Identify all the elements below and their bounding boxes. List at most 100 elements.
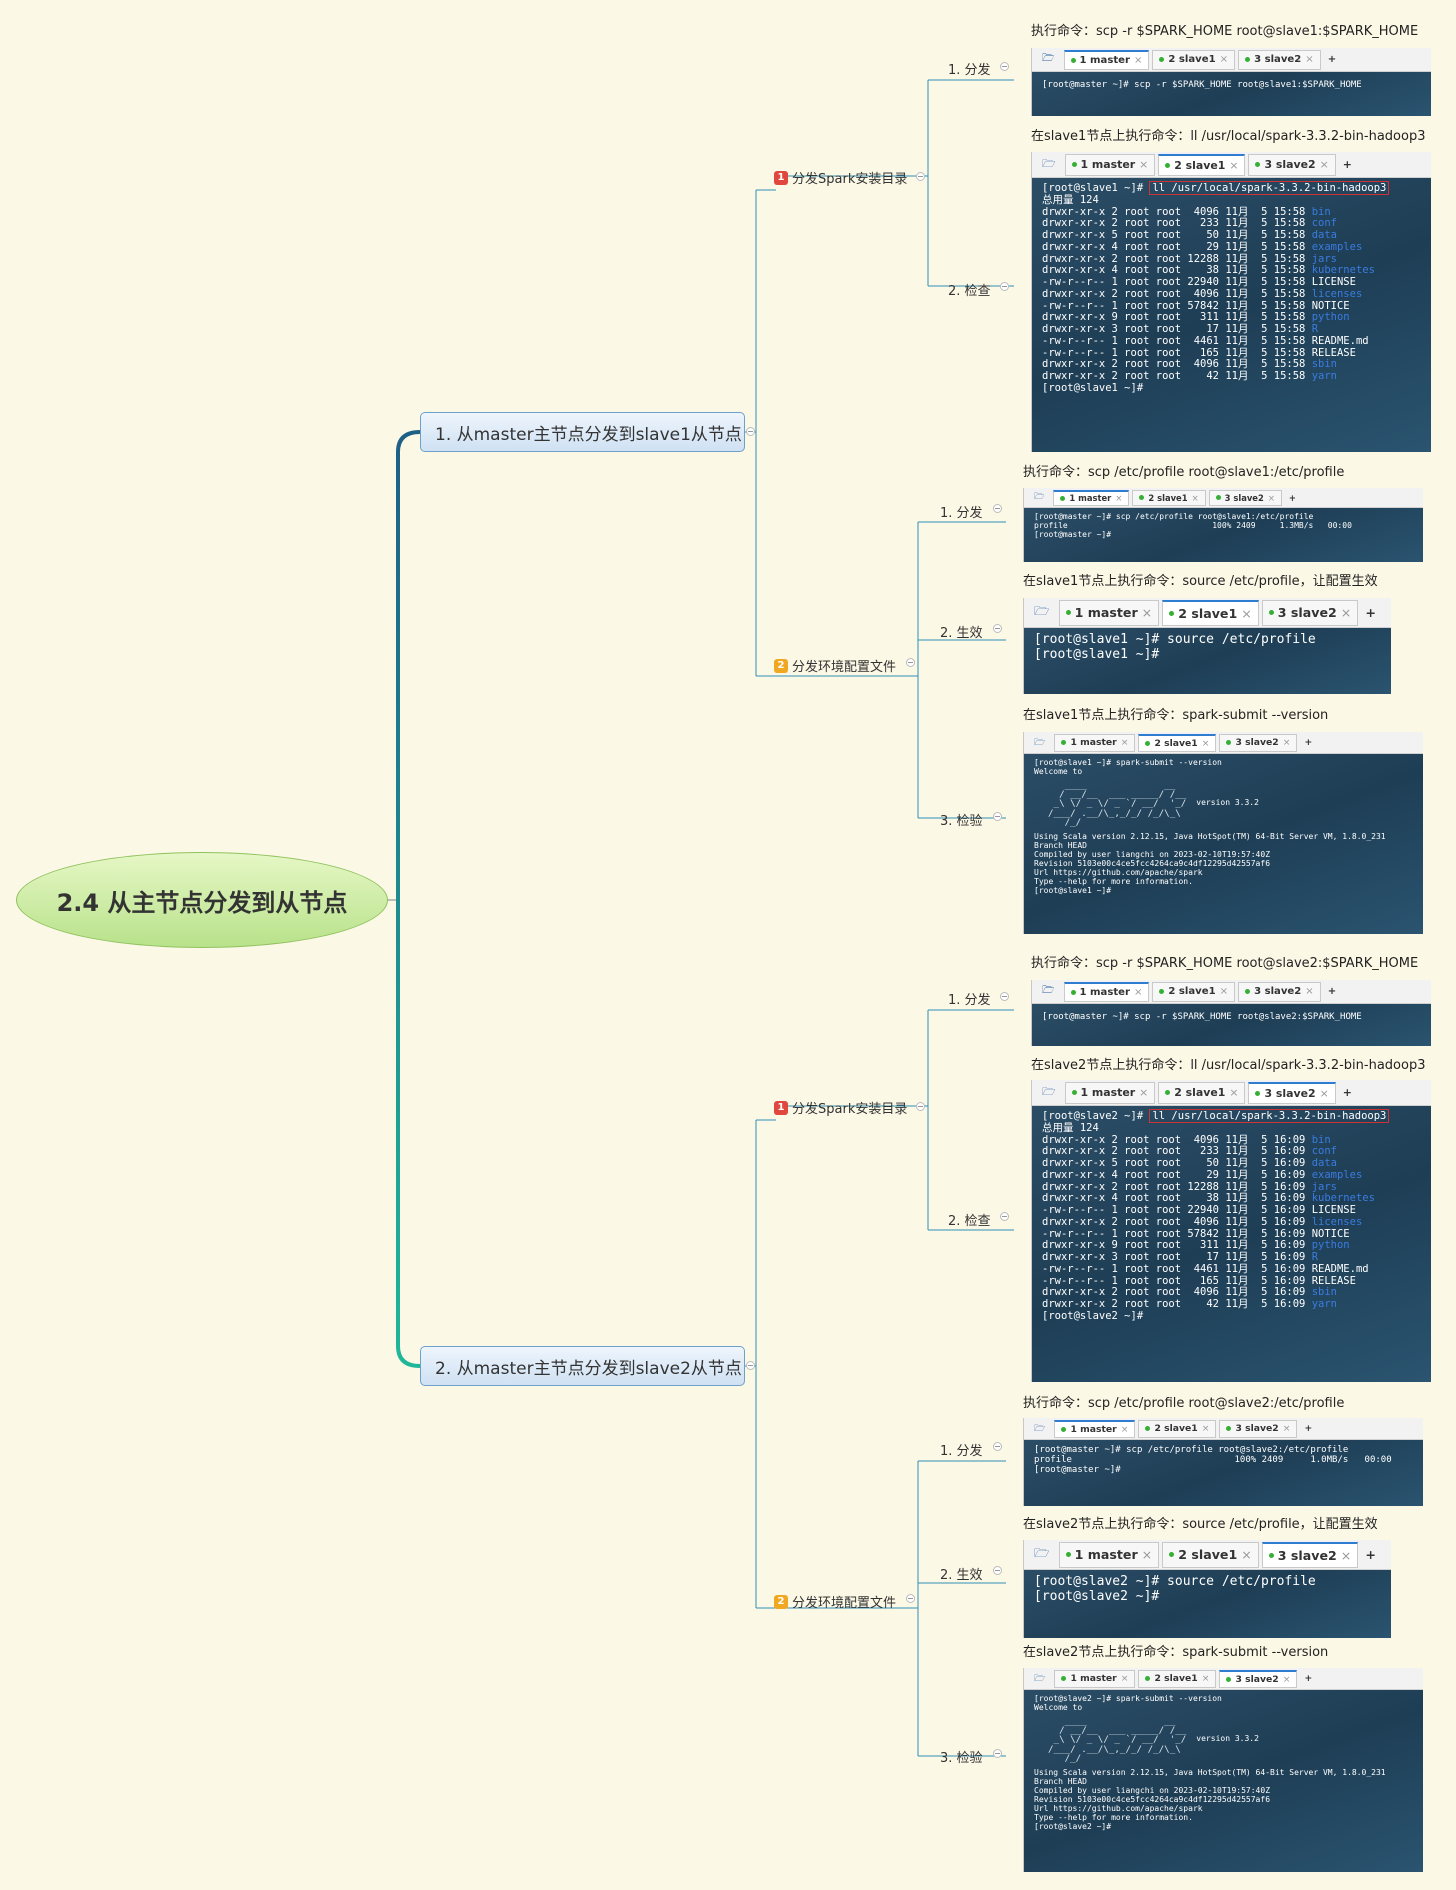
- session-tab[interactable]: 3 slave2×: [1248, 1081, 1336, 1104]
- session-tab[interactable]: 2 slave1×: [1138, 1419, 1217, 1438]
- session-tab[interactable]: 2 slave1×: [1158, 153, 1246, 176]
- close-icon[interactable]: ×: [1340, 605, 1352, 620]
- add-tab-icon[interactable]: +: [1304, 737, 1313, 748]
- folder-icon[interactable]: 🗁: [1042, 157, 1056, 170]
- add-tab-icon[interactable]: +: [1304, 1423, 1313, 1434]
- session-tab[interactable]: 1 master×: [1063, 981, 1150, 1002]
- add-tab-icon[interactable]: +: [1304, 1673, 1313, 1684]
- session-tab[interactable]: 2 slave1×: [1162, 599, 1259, 626]
- collapse-toggle-icon[interactable]: [1000, 992, 1009, 1001]
- collapse-toggle-icon[interactable]: [1000, 282, 1009, 291]
- folder-icon[interactable]: 🗁: [1034, 736, 1046, 748]
- folder-icon[interactable]: 🗁: [1034, 1545, 1050, 1560]
- close-icon[interactable]: ×: [1139, 158, 1149, 171]
- session-tab[interactable]: 1 master×: [1054, 1669, 1136, 1688]
- close-icon[interactable]: ×: [1139, 1086, 1149, 1099]
- session-tab[interactable]: 3 slave2×: [1261, 1541, 1359, 1568]
- session-tab[interactable]: 2 slave1×: [1152, 981, 1236, 1002]
- step-distribute[interactable]: 1. 分发: [948, 993, 991, 1008]
- step-verify[interactable]: 3. 检验: [940, 814, 983, 829]
- collapse-toggle-icon[interactable]: [906, 658, 915, 667]
- add-tab-icon[interactable]: +: [1288, 492, 1296, 503]
- step-apply[interactable]: 2. 生效: [940, 1568, 983, 1583]
- close-icon[interactable]: ×: [1340, 1547, 1352, 1563]
- close-icon[interactable]: ×: [1133, 54, 1143, 66]
- folder-icon[interactable]: 🗁: [1034, 1422, 1046, 1434]
- close-icon[interactable]: ×: [1267, 492, 1275, 503]
- branch-slave1[interactable]: 1. 从master主节点分发到slave1从节点: [420, 412, 745, 452]
- close-icon[interactable]: ×: [1141, 605, 1153, 620]
- close-icon[interactable]: ×: [1191, 492, 1199, 503]
- collapse-toggle-icon[interactable]: [993, 812, 1002, 821]
- session-tab[interactable]: 3 slave2×: [1219, 1669, 1298, 1688]
- collapse-toggle-icon[interactable]: [1000, 1212, 1009, 1221]
- close-icon[interactable]: ×: [1282, 1423, 1291, 1434]
- collapse-toggle-icon[interactable]: [906, 1594, 915, 1603]
- close-icon[interactable]: ×: [1229, 1086, 1239, 1099]
- session-tab[interactable]: 3 slave2×: [1248, 153, 1336, 176]
- collapse-toggle-icon[interactable]: [993, 1566, 1002, 1575]
- folder-icon[interactable]: 🗁: [1034, 490, 1045, 501]
- folder-icon[interactable]: 🗁: [1034, 1672, 1046, 1684]
- close-icon[interactable]: ×: [1282, 737, 1291, 748]
- session-tab[interactable]: 1 master×: [1054, 733, 1136, 752]
- session-tab[interactable]: 3 slave2×: [1261, 599, 1359, 626]
- close-icon[interactable]: ×: [1120, 737, 1129, 748]
- collapse-toggle-icon[interactable]: [993, 1749, 1002, 1758]
- branch-slave2[interactable]: 2. 从master主节点分发到slave2从节点: [420, 1346, 745, 1386]
- collapse-toggle-icon[interactable]: [993, 504, 1002, 513]
- step-distribute[interactable]: 1. 分发: [940, 1444, 983, 1459]
- session-tab[interactable]: 3 slave2×: [1219, 733, 1298, 752]
- session-tab[interactable]: 1 master×: [1064, 1081, 1156, 1104]
- session-tab[interactable]: 3 slave2×: [1238, 49, 1321, 70]
- close-icon[interactable]: ×: [1229, 158, 1239, 172]
- folder-icon[interactable]: 🗁: [1042, 1085, 1056, 1098]
- add-tab-icon[interactable]: +: [1327, 986, 1337, 997]
- collapse-toggle-icon[interactable]: [1000, 62, 1009, 71]
- add-tab-icon[interactable]: +: [1342, 158, 1352, 171]
- folder-icon[interactable]: 🗁: [1034, 603, 1050, 618]
- session-tab[interactable]: 1 master×: [1063, 49, 1150, 70]
- add-tab-icon[interactable]: +: [1365, 1547, 1376, 1562]
- close-icon[interactable]: ×: [1133, 986, 1143, 998]
- step-verify[interactable]: 3. 检验: [940, 1751, 983, 1766]
- collapse-toggle-icon[interactable]: [746, 1361, 755, 1370]
- close-icon[interactable]: ×: [1319, 158, 1329, 171]
- folder-icon[interactable]: 🗁: [1042, 53, 1055, 64]
- session-tab[interactable]: 2 slave1×: [1138, 1669, 1217, 1688]
- close-icon[interactable]: ×: [1305, 986, 1314, 997]
- collapse-toggle-icon[interactable]: [993, 624, 1002, 633]
- close-icon[interactable]: ×: [1219, 54, 1229, 65]
- close-icon[interactable]: ×: [1319, 1086, 1329, 1100]
- session-tab[interactable]: 2 slave1×: [1132, 489, 1206, 506]
- collapse-toggle-icon[interactable]: [916, 172, 925, 181]
- session-tab[interactable]: 2 slave1×: [1158, 1081, 1246, 1104]
- close-icon[interactable]: ×: [1120, 1673, 1129, 1684]
- close-icon[interactable]: ×: [1201, 737, 1210, 749]
- close-icon[interactable]: ×: [1305, 54, 1314, 65]
- add-tab-icon[interactable]: +: [1327, 54, 1337, 65]
- step-check[interactable]: 2. 检查: [948, 1214, 991, 1229]
- step-distribute[interactable]: 1. 分发: [948, 63, 991, 78]
- close-icon[interactable]: ×: [1120, 1423, 1129, 1435]
- folder-icon[interactable]: 🗁: [1042, 985, 1055, 996]
- collapse-toggle-icon[interactable]: [993, 1442, 1002, 1451]
- session-tab[interactable]: 1 master×: [1054, 1419, 1136, 1438]
- session-tab[interactable]: 1 master×: [1064, 153, 1156, 176]
- session-tab[interactable]: 2 slave1×: [1162, 1541, 1259, 1568]
- session-tab[interactable]: 3 slave2×: [1208, 489, 1282, 506]
- add-tab-icon[interactable]: +: [1342, 1086, 1352, 1099]
- close-icon[interactable]: ×: [1201, 1673, 1210, 1684]
- collapse-toggle-icon[interactable]: [746, 427, 755, 436]
- close-icon[interactable]: ×: [1141, 1547, 1153, 1562]
- close-icon[interactable]: ×: [1115, 493, 1123, 503]
- close-icon[interactable]: ×: [1219, 986, 1229, 997]
- close-icon[interactable]: ×: [1241, 1547, 1252, 1562]
- add-tab-icon[interactable]: +: [1365, 605, 1376, 620]
- session-tab[interactable]: 2 slave1×: [1138, 733, 1217, 752]
- close-icon[interactable]: ×: [1282, 1673, 1291, 1685]
